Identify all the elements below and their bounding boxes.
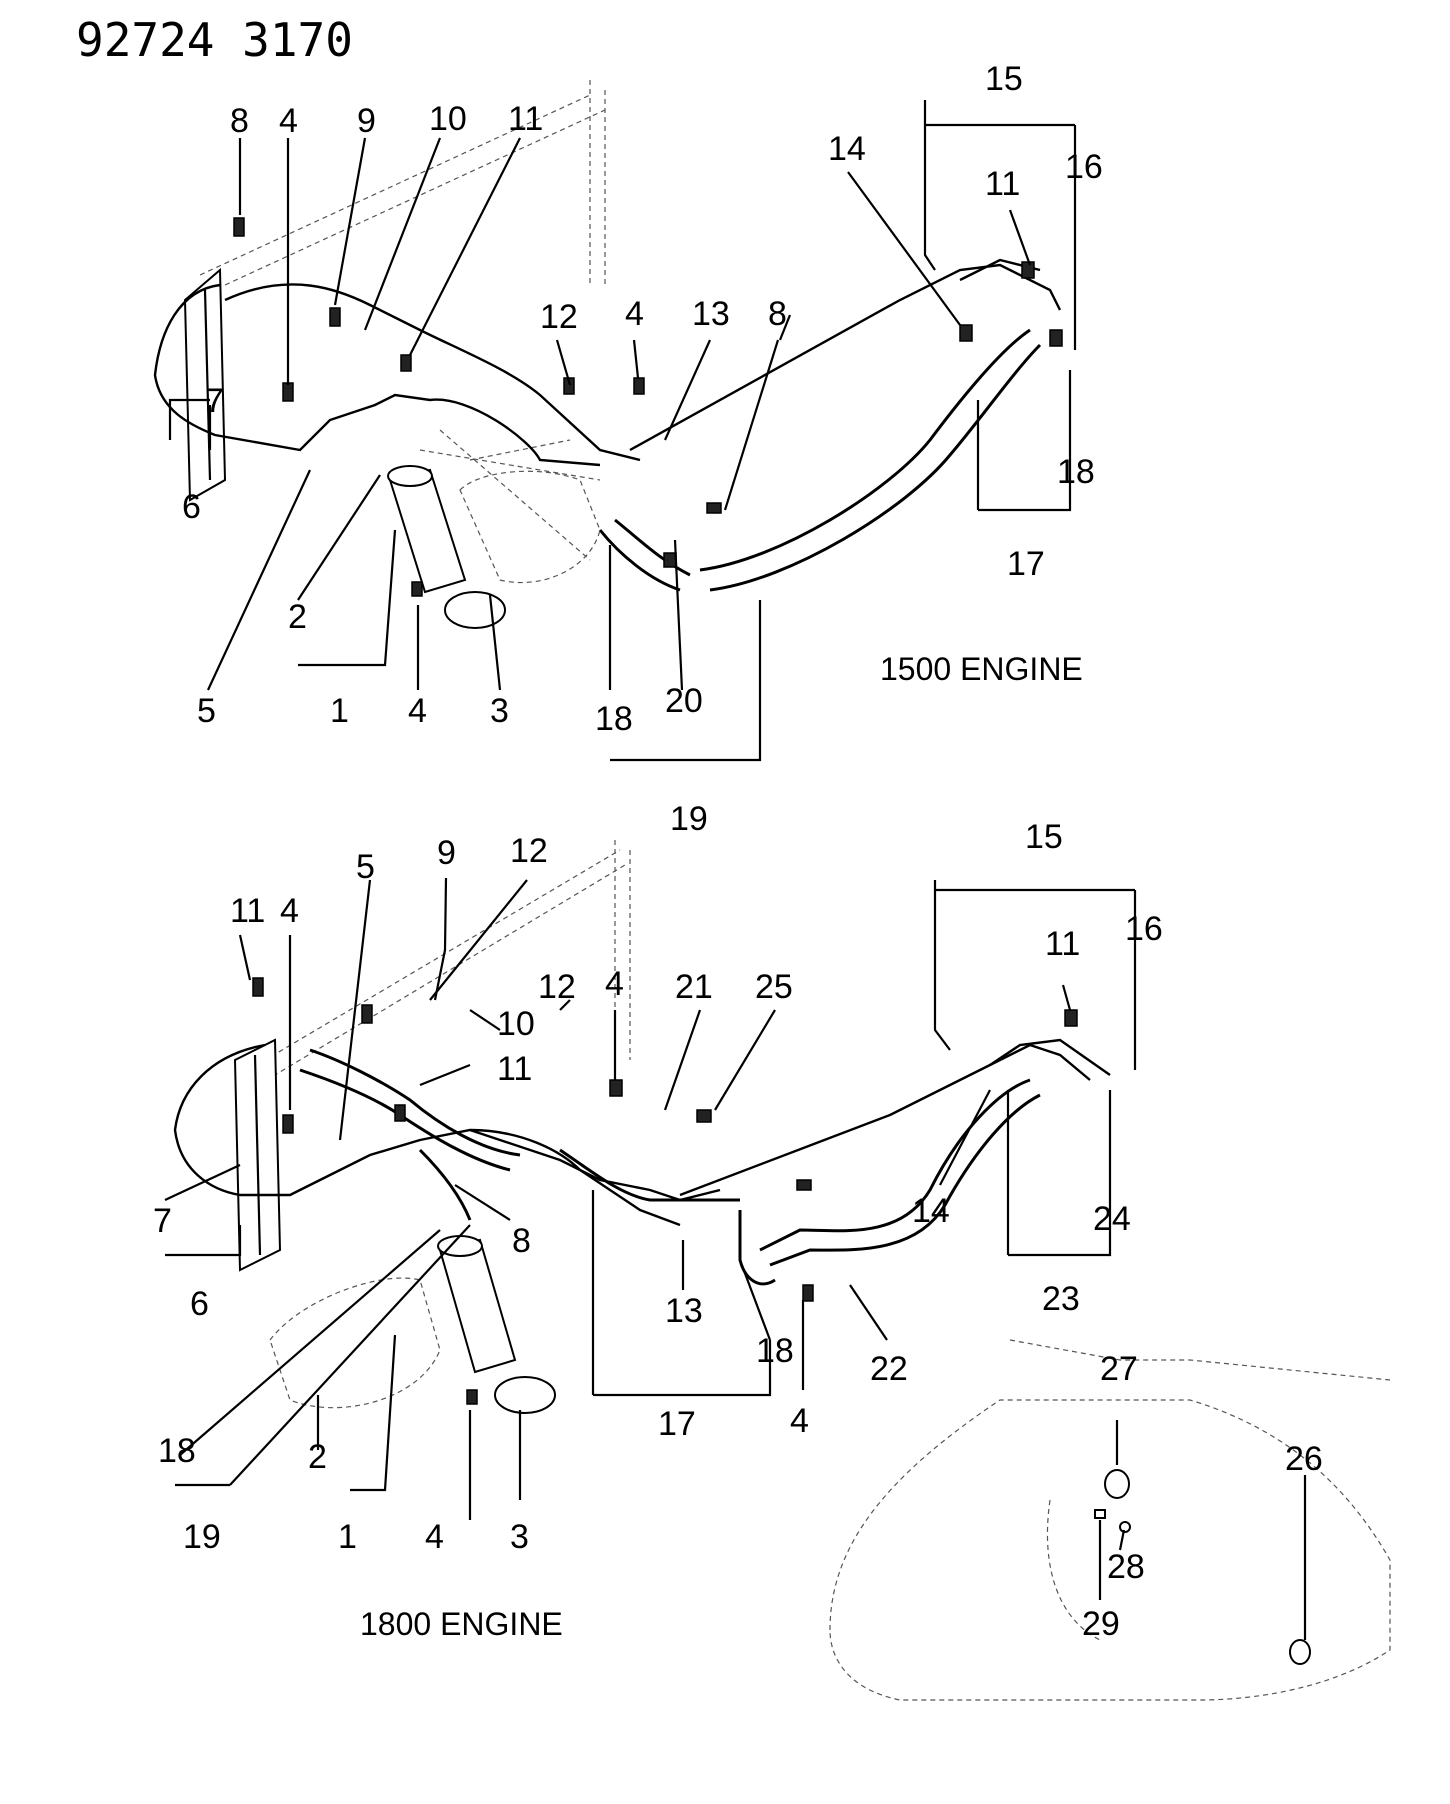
- callout-4: 4: [279, 102, 298, 140]
- callout-1: 1: [330, 692, 349, 730]
- receiver-drier-1800: [437, 1235, 556, 1414]
- callout-22: 22: [870, 1350, 908, 1388]
- callout-14: 14: [828, 130, 866, 168]
- callout-11: 11: [985, 165, 1020, 203]
- callout-8: 8: [230, 102, 249, 140]
- callout-6: 6: [190, 1285, 209, 1323]
- receiver-drier-1500: [387, 465, 506, 629]
- callout-18: 18: [756, 1332, 794, 1370]
- callout-8: 8: [512, 1222, 531, 1260]
- callout-17: 17: [658, 1405, 696, 1443]
- callout-2: 2: [308, 1438, 327, 1476]
- callout-12: 12: [540, 298, 578, 336]
- leaders-1800: [164, 877, 1307, 1640]
- callout-5: 5: [197, 692, 216, 730]
- callout-27: 27: [1100, 1350, 1138, 1388]
- diagram-number: 92724 3170: [76, 13, 353, 67]
- callout-24: 24: [1093, 1200, 1131, 1238]
- callout-23: 23: [1042, 1280, 1080, 1318]
- callout-28: 28: [1107, 1548, 1145, 1586]
- callout-20: 20: [665, 682, 703, 720]
- callout-13: 13: [665, 1292, 703, 1330]
- callout-4: 4: [790, 1402, 809, 1440]
- callout-7: 7: [153, 1202, 172, 1240]
- callout-4: 4: [408, 692, 427, 730]
- leaders-1500: [168, 100, 1077, 762]
- callout-1: 1: [338, 1518, 357, 1556]
- callout-15: 15: [985, 60, 1023, 98]
- callout-14: 14: [912, 1192, 950, 1230]
- callout-3: 3: [510, 1518, 529, 1556]
- callouts-1800: 15 9 12 5 11 4 16 12 4 21 25 11 10 11 7 …: [153, 818, 1323, 1643]
- callout-29: 29: [1082, 1605, 1120, 1643]
- callout-10: 10: [429, 100, 467, 138]
- callout-16: 16: [1065, 148, 1103, 186]
- engine-label-1800: 1800 ENGINE: [360, 1606, 563, 1642]
- callout-11: 11: [508, 100, 543, 138]
- engine-1500-drawing: [153, 80, 1063, 629]
- callout-21: 21: [675, 968, 713, 1006]
- callout-9: 9: [357, 102, 376, 140]
- callout-17: 17: [1007, 545, 1045, 583]
- callout-10: 10: [497, 1005, 535, 1043]
- callout-15: 15: [1025, 818, 1063, 856]
- callout-19: 19: [183, 1518, 221, 1556]
- callout-4: 4: [425, 1518, 444, 1556]
- bolt-icons-1800: [252, 977, 1078, 1405]
- callout-11: 11: [497, 1050, 532, 1088]
- callout-8: 8: [768, 295, 787, 333]
- bolt-icons-1500: [233, 217, 1063, 597]
- callout-18: 18: [1057, 453, 1095, 491]
- callout-16: 16: [1125, 910, 1163, 948]
- callout-11: 11: [230, 892, 265, 930]
- callout-3: 3: [490, 692, 509, 730]
- callout-13: 13: [692, 295, 730, 333]
- callout-4: 4: [605, 965, 624, 1003]
- callout-25: 25: [755, 968, 793, 1006]
- callout-9: 9: [437, 834, 456, 872]
- callout-19: 19: [670, 800, 708, 838]
- callout-18: 18: [595, 700, 633, 738]
- engine-label-1500: 1500 ENGINE: [880, 651, 1083, 687]
- callout-4: 4: [280, 892, 299, 930]
- callout-5: 5: [356, 848, 375, 886]
- callout-18: 18: [158, 1432, 196, 1470]
- callout-12: 12: [538, 968, 576, 1006]
- callout-7: 7: [205, 382, 224, 420]
- callout-12: 12: [510, 832, 548, 870]
- callout-26: 26: [1285, 1440, 1323, 1478]
- callout-11: 11: [1045, 925, 1080, 963]
- callout-2: 2: [288, 598, 307, 636]
- engine-1800-drawing: [173, 840, 1391, 1701]
- callouts-1500: 8 4 9 10 11 15 14 11 16 12 4 13 8 7 6 18…: [182, 60, 1103, 838]
- callout-4: 4: [625, 295, 644, 333]
- callout-6: 6: [182, 488, 201, 526]
